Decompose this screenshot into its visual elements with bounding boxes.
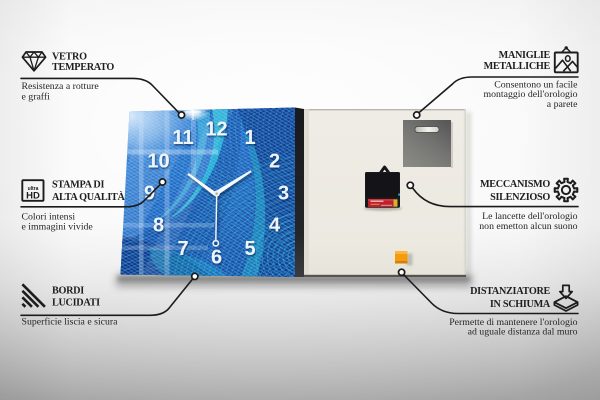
svg-text:BORDI: BORDI xyxy=(52,286,84,297)
svg-text:Le lancette dell'orologio: Le lancette dell'orologio xyxy=(482,211,577,222)
svg-text:MANIGLIE: MANIGLIE xyxy=(499,50,551,61)
svg-text:Superficie liscia e sicura: Superficie liscia e sicura xyxy=(22,317,119,328)
svg-text:HD: HD xyxy=(26,191,40,202)
svg-text:Permette di mantenere l'orolog: Permette di mantenere l'orologio xyxy=(449,317,577,328)
svg-text:11: 11 xyxy=(172,127,193,149)
svg-text:1: 1 xyxy=(244,127,255,149)
svg-text:non emetton alcun suono: non emetton alcun suono xyxy=(479,221,577,232)
svg-text:VETRO: VETRO xyxy=(52,51,87,62)
svg-text:DISTANZIATORE: DISTANZIATORE xyxy=(470,286,550,297)
svg-text:LUCIDATI: LUCIDATI xyxy=(52,298,100,309)
svg-text:Colori intensi: Colori intensi xyxy=(22,212,76,223)
svg-text:8: 8 xyxy=(153,215,164,237)
svg-text:12: 12 xyxy=(205,119,227,141)
svg-text:e graffi: e graffi xyxy=(22,92,51,103)
svg-text:2: 2 xyxy=(269,151,280,173)
svg-text:7: 7 xyxy=(177,238,188,260)
svg-text:SILENZIOSO: SILENZIOSO xyxy=(490,192,550,203)
svg-text:METALLICHE: METALLICHE xyxy=(484,61,551,72)
svg-text:Consentono un facile: Consentono un facile xyxy=(494,79,578,90)
svg-text:3: 3 xyxy=(278,183,289,205)
svg-text:ad uguale distanza dal muro: ad uguale distanza dal muro xyxy=(468,327,578,338)
svg-text:ALTA QUALITÀ: ALTA QUALITÀ xyxy=(52,191,125,203)
svg-text:4: 4 xyxy=(269,215,281,237)
svg-text:6: 6 xyxy=(211,247,222,269)
svg-text:e immagini vivide: e immagini vivide xyxy=(22,221,94,232)
svg-text:ultra: ultra xyxy=(28,186,39,192)
svg-text:TEMPERATO: TEMPERATO xyxy=(52,62,114,73)
svg-text:montaggio dell'orologio: montaggio dell'orologio xyxy=(483,89,577,100)
svg-text:MECCANISMO: MECCANISMO xyxy=(480,179,550,190)
svg-text:Resistenza a rotture: Resistenza a rotture xyxy=(22,81,100,92)
svg-text:a parete: a parete xyxy=(547,99,578,110)
svg-text:9: 9 xyxy=(144,183,155,205)
svg-text:5: 5 xyxy=(244,238,255,260)
svg-text:STAMPA DI: STAMPA DI xyxy=(52,180,104,191)
svg-text:10: 10 xyxy=(147,151,169,173)
svg-text:IN SCHIUMA: IN SCHIUMA xyxy=(490,299,551,310)
